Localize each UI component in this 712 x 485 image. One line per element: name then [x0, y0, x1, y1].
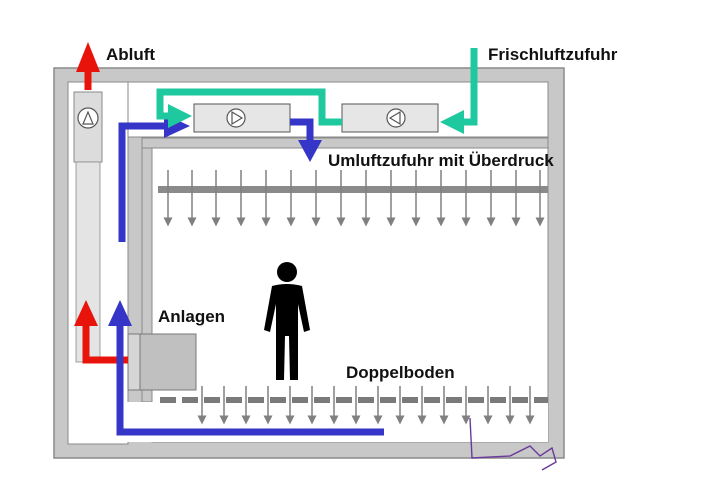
exhaust-flow	[74, 42, 128, 364]
equipment-unit-front	[127, 333, 141, 391]
signature-scribble	[469, 417, 557, 471]
label-recirc: Umluftzufuhr mit Überdruck	[328, 151, 554, 170]
ceiling-diffuser-arrows	[163, 170, 545, 227]
label-raised-floor: Doppelboden	[346, 363, 455, 382]
fresh-air-flow	[156, 48, 478, 134]
label-exhaust: Abluft	[106, 45, 155, 64]
label-fresh-air: Frischluftzufuhr	[488, 45, 618, 64]
raised-floor-arrows	[197, 386, 535, 425]
ceiling-diffuser	[158, 186, 548, 193]
ceiling-partition	[141, 137, 549, 149]
recirc-flow	[108, 114, 384, 436]
equipment-unit	[137, 333, 197, 391]
server-room	[151, 147, 549, 443]
label-equipment: Anlagen	[158, 307, 225, 326]
fan-icon	[226, 108, 246, 128]
fan-icon	[77, 107, 99, 129]
fan-icon	[386, 108, 406, 128]
person-icon	[264, 262, 310, 380]
floor-void	[100, 402, 548, 442]
